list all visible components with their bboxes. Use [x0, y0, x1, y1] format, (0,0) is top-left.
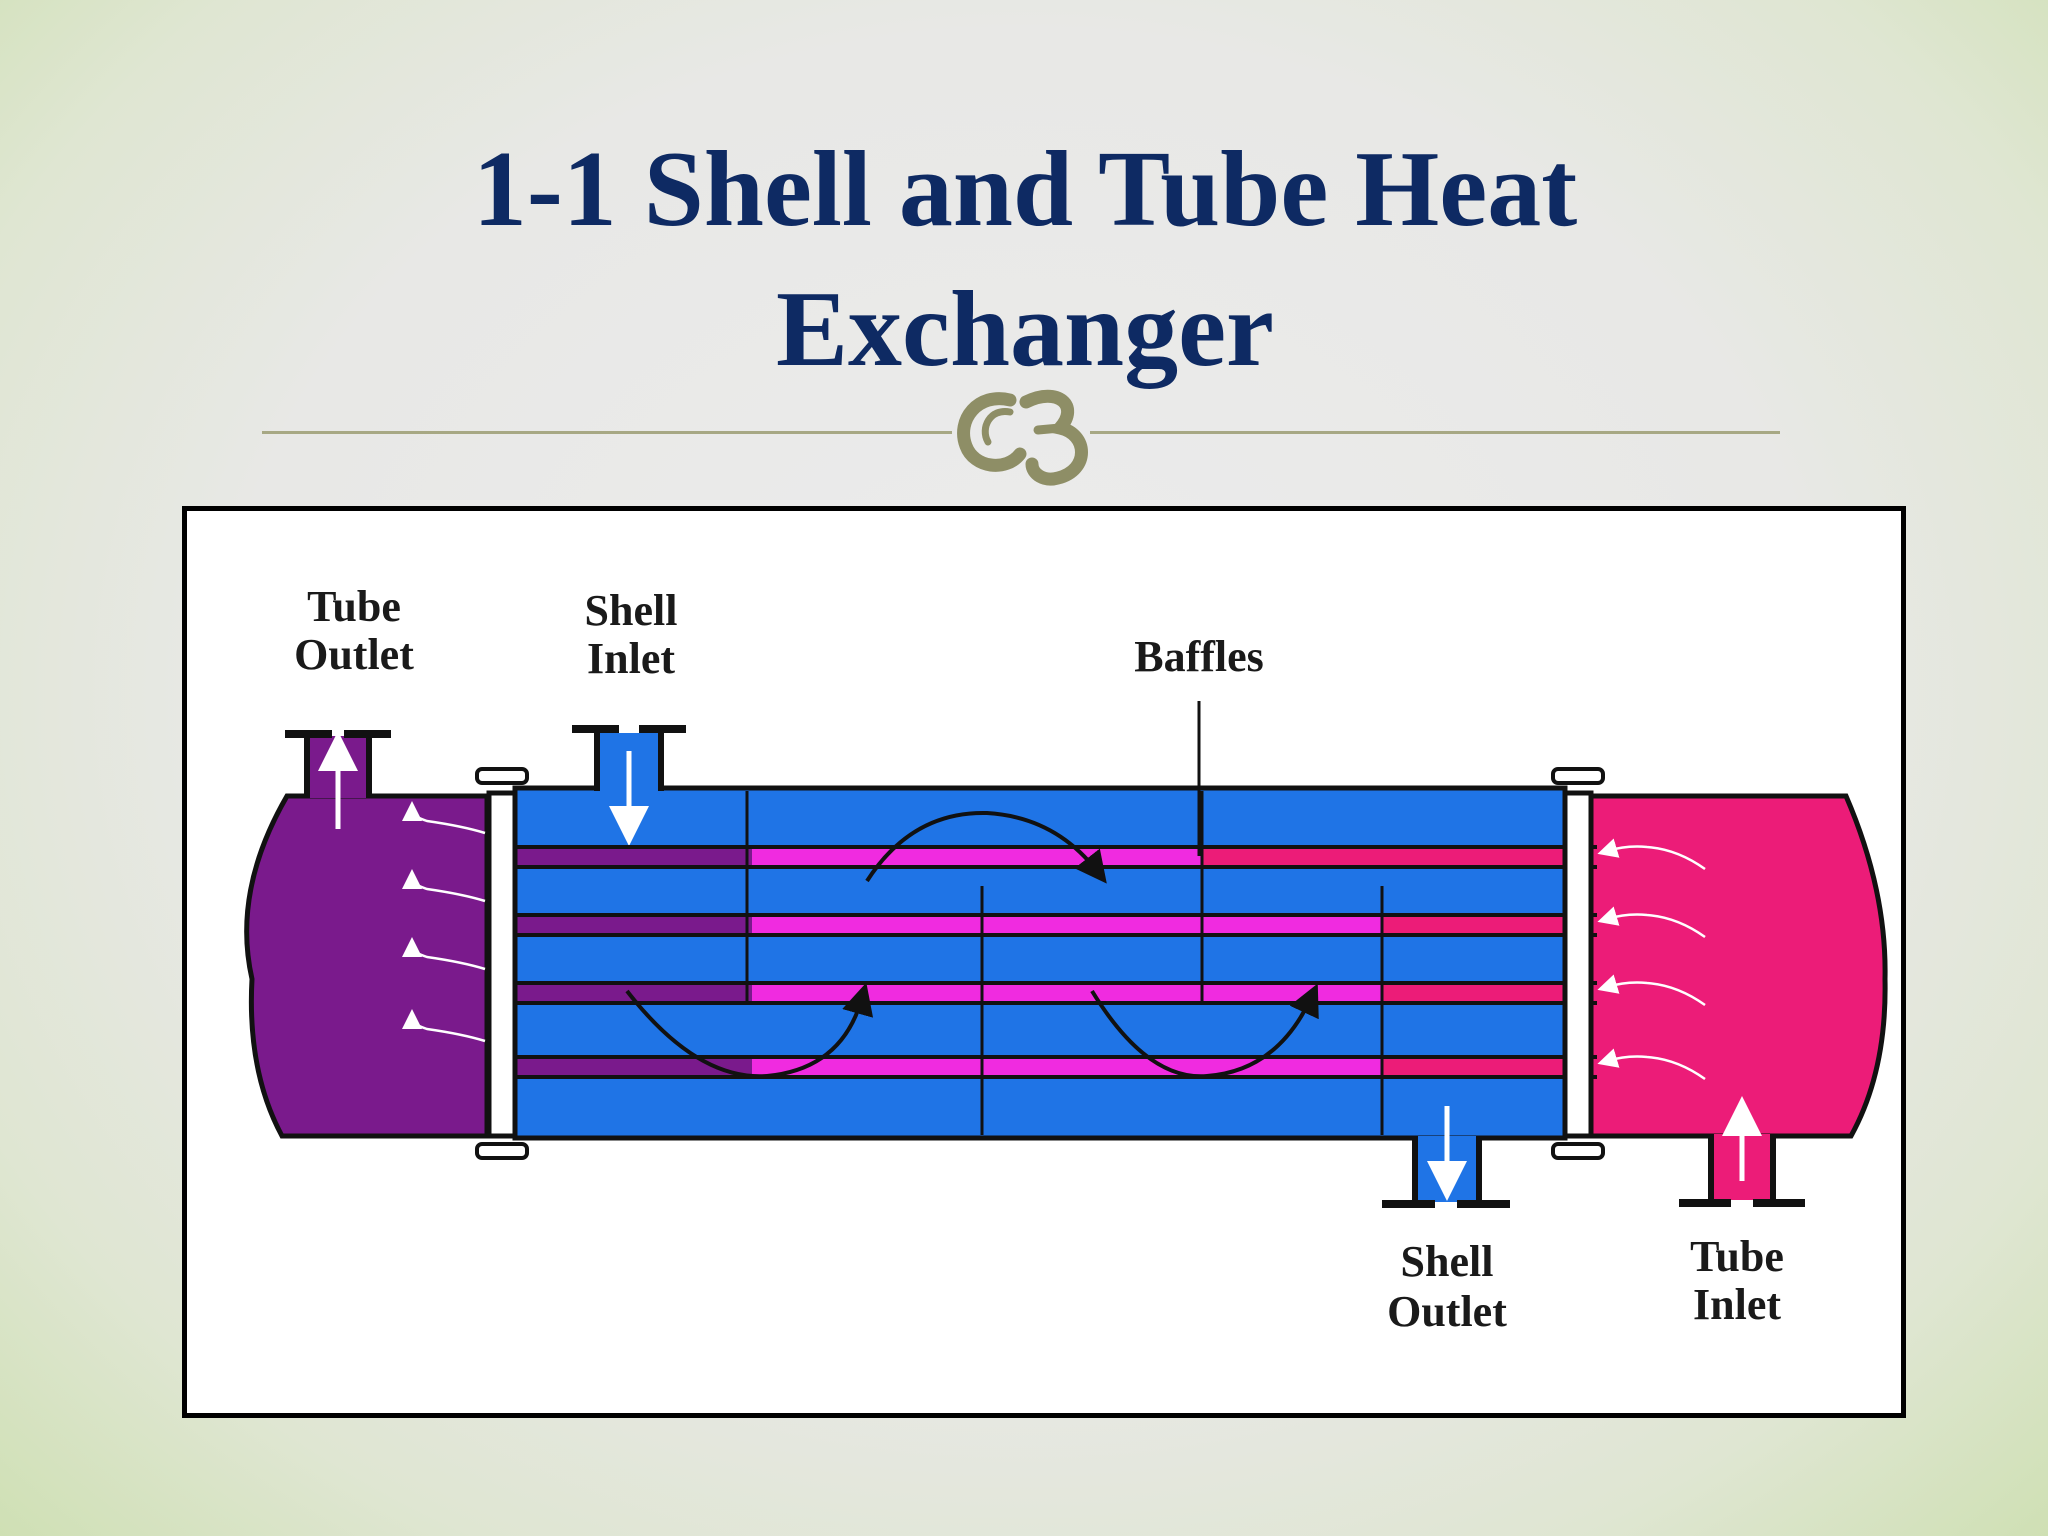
- swirl-ornament-icon: [957, 389, 1088, 486]
- tube-bundle: [487, 845, 1597, 1079]
- title-line-2: Exchanger: [776, 270, 1274, 389]
- label-tube-outlet-line2: Outlet: [294, 630, 414, 679]
- left-tube-sheet: [475, 767, 529, 1160]
- label-shell-inlet-line2: Inlet: [587, 634, 675, 683]
- label-shell-outlet-line1: Shell: [1401, 1237, 1494, 1286]
- tube-row: [487, 845, 1597, 869]
- label-tube-outlet-line1: Tube: [307, 582, 401, 631]
- baffles: [745, 791, 1384, 1135]
- label-tube-inlet-line2: Inlet: [1693, 1280, 1781, 1329]
- shell-flow-arrows: [625, 810, 1319, 1079]
- tube-row: [487, 913, 1597, 937]
- shell-body: [512, 785, 1568, 1141]
- flow-arrow-curve: [865, 810, 1107, 884]
- flow-arrow-curve: [625, 982, 874, 1079]
- right-tube-sheet: [1551, 767, 1605, 1160]
- tube-flow-wisps: [402, 801, 1706, 1081]
- flow-arrow-curve: [1090, 983, 1319, 1079]
- right-header-channel: [1588, 793, 1888, 1139]
- label-baffles: Baffles: [1134, 632, 1264, 681]
- heat-exchanger-diagram: Tube Outlet Shell Inlet Baffles Shell Ou…: [182, 506, 1906, 1418]
- slide-title: 1-1 Shell and Tube Heat Exchanger: [300, 120, 1750, 400]
- title-line-1: 1-1 Shell and Tube Heat: [472, 130, 1578, 249]
- label-shell-inlet-line1: Shell: [585, 586, 678, 635]
- left-header-channel: [244, 793, 490, 1139]
- label-tube-inlet-line1: Tube: [1690, 1232, 1784, 1281]
- divider-right: [1090, 431, 1780, 434]
- tube-row: [487, 1055, 1597, 1079]
- label-shell-outlet-line2: Outlet: [1387, 1287, 1507, 1336]
- tube-row: [487, 981, 1597, 1005]
- divider-left: [262, 431, 952, 434]
- diagram-canvas: Tube Outlet Shell Inlet Baffles Shell Ou…: [244, 582, 1888, 1336]
